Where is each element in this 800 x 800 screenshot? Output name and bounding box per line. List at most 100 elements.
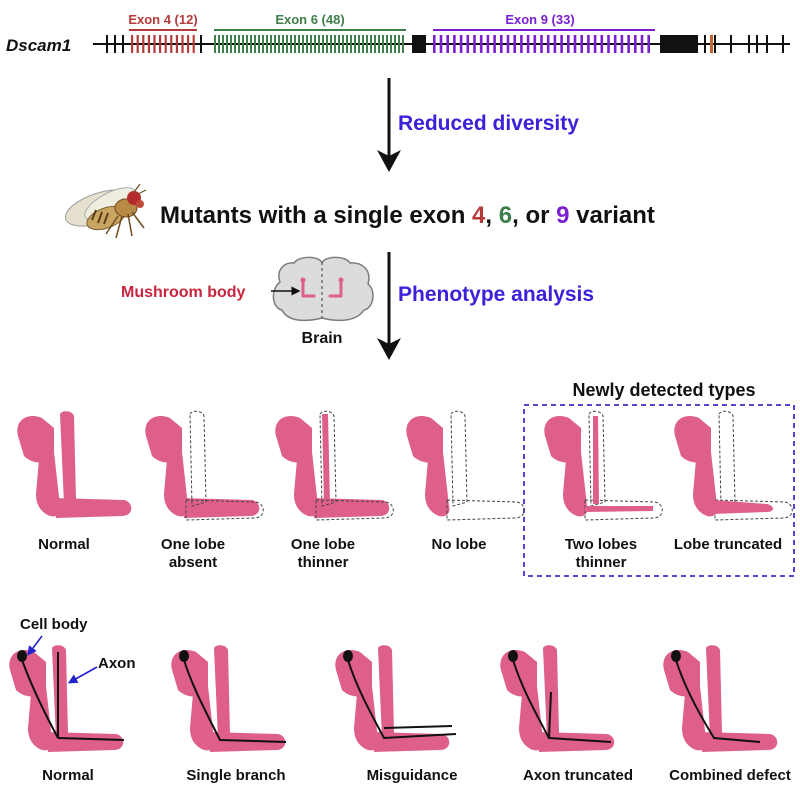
exon9-variant-bar: [453, 35, 456, 53]
exon9-variant-bar: [446, 35, 449, 53]
exon6-variant-bar: [282, 35, 284, 53]
cell-body-pointer: [27, 635, 43, 656]
exon6-variant-bar: [266, 35, 268, 53]
exon6-variant-bar: [350, 35, 352, 53]
exon6-variant-bar: [290, 35, 292, 53]
cell-body-dot: [343, 650, 353, 662]
constitutive-exon-bar: [114, 35, 116, 53]
lobe-type-label-line2: thinner: [298, 554, 349, 571]
exon6-variant-bar: [306, 35, 308, 53]
exon6-variant-bar: [274, 35, 276, 53]
exon9-variant-bar: [627, 35, 630, 53]
lobe-diagram: [275, 410, 394, 521]
exon9-label: Exon 9 (33): [505, 12, 574, 27]
axon-path: [183, 659, 287, 743]
constitutive-exon-bar: [704, 35, 706, 53]
axon-type-label: Combined defect: [669, 767, 791, 784]
exon6-variant-bar: [330, 35, 332, 53]
arrow-reduced-diversity: [377, 78, 401, 172]
axon-label: Axon: [98, 655, 136, 672]
exon6-variant-bar: [326, 35, 328, 53]
exon9-variant-bar: [513, 35, 516, 53]
constitutive-exon-bar: [200, 35, 202, 53]
exon9-variant-bar: [546, 35, 550, 53]
exon4-variant-bar: [159, 35, 162, 53]
exon9-variant-bar: [607, 35, 610, 53]
constitutive-exon-bar: [660, 35, 662, 53]
exon6-variant-bar: [214, 35, 216, 53]
exon6-variant-bar: [298, 35, 300, 53]
constitutive-exon-bar: [730, 35, 732, 53]
exon9-variant-bar: [466, 35, 470, 53]
constitutive-exon-bar: [122, 35, 124, 53]
exon9-variant-bar: [634, 35, 637, 53]
cell-body-label: Cell body: [20, 616, 88, 633]
cell-body-dot: [179, 650, 189, 662]
lobe-type-label: No lobe: [432, 536, 487, 553]
exon4-variant-bar: [175, 35, 178, 53]
exon6-variant-bar: [234, 35, 236, 53]
lobe-diagram: [17, 411, 132, 518]
exon4-variant-bar: [131, 35, 134, 53]
exon6-variant-bar: [398, 35, 400, 53]
exon9-variant-bar: [540, 35, 543, 53]
exon9-variant-bar: [640, 35, 644, 53]
exon9-variant-bar: [433, 35, 436, 53]
exon9-variant-bar: [573, 35, 577, 53]
exon4-variant-bar: [192, 35, 195, 53]
lobe-type-label: Two lobes: [565, 536, 637, 553]
axon-diagram: [171, 645, 287, 752]
exon9-variant-bar: [520, 35, 523, 53]
exon4-variant-bar: [187, 35, 190, 53]
exon9-variant-bar: [567, 35, 570, 53]
exon6-variant-bar: [302, 35, 304, 53]
exon6-variant-bar: [314, 35, 316, 53]
exon6-variant-bar: [358, 35, 360, 53]
exon6-variant-bar: [286, 35, 288, 53]
alternative-exon-bar: [710, 35, 713, 53]
mutants-line: Mutants with a single exon 4, 6, or 9 va…: [160, 202, 655, 229]
exon6-variant-bar: [338, 35, 340, 53]
exon9-variant-bar: [620, 35, 624, 53]
exon6-variant-bar: [378, 35, 380, 53]
lobe-diagram: [674, 410, 793, 521]
cell-body-dot: [17, 650, 27, 662]
exon9-variant-bar: [473, 35, 476, 53]
axon-type-label: Axon truncated: [523, 767, 633, 784]
exon9-variant-bar: [479, 35, 483, 53]
exon9-variant-bar: [580, 35, 583, 53]
constitutive-exon-bar: [756, 35, 758, 53]
exon4-variant-bar: [153, 35, 156, 53]
constitutive-exon-bar: [748, 35, 750, 53]
brain-label: Brain: [302, 330, 343, 347]
exon4-variant-bar: [164, 35, 167, 53]
exon6-variant-bar: [238, 35, 240, 53]
exon9-variant-bar: [600, 35, 604, 53]
axon-diagram: [335, 645, 457, 752]
axon-pointer: [67, 666, 98, 684]
exon4-variant-bar: [170, 35, 173, 53]
constitutive-exon-bar: [782, 35, 784, 53]
exon9-variant-bar: [560, 35, 563, 53]
constitutive-exon-bar: [412, 35, 426, 53]
exon6-variant-bar: [362, 35, 364, 53]
exon6-variant-bar: [242, 35, 244, 53]
axon-truncated-branch: [548, 691, 552, 739]
axon-type-label: Misguidance: [367, 767, 458, 784]
newly-detected-title: Newly detected types: [572, 380, 755, 400]
lobe-type-label-line2: absent: [169, 554, 217, 571]
axon-diagram: [9, 645, 125, 752]
gene-structure: Dscam1 Exon 4 (12) Exon 6 (48) Exon 9 (3…: [6, 12, 790, 55]
exon9-variant-bar: [486, 35, 490, 53]
exon9-variant-bar: [459, 35, 463, 53]
exon6-variant-bar: [226, 35, 228, 53]
exon9-variant-bar: [500, 35, 503, 53]
exon6-variant-bar: [218, 35, 220, 53]
exon6-variant-bar: [322, 35, 324, 53]
exon6-variant-bar: [386, 35, 388, 53]
exon6-variant-bar: [250, 35, 252, 53]
exon6-variant-bar: [258, 35, 260, 53]
